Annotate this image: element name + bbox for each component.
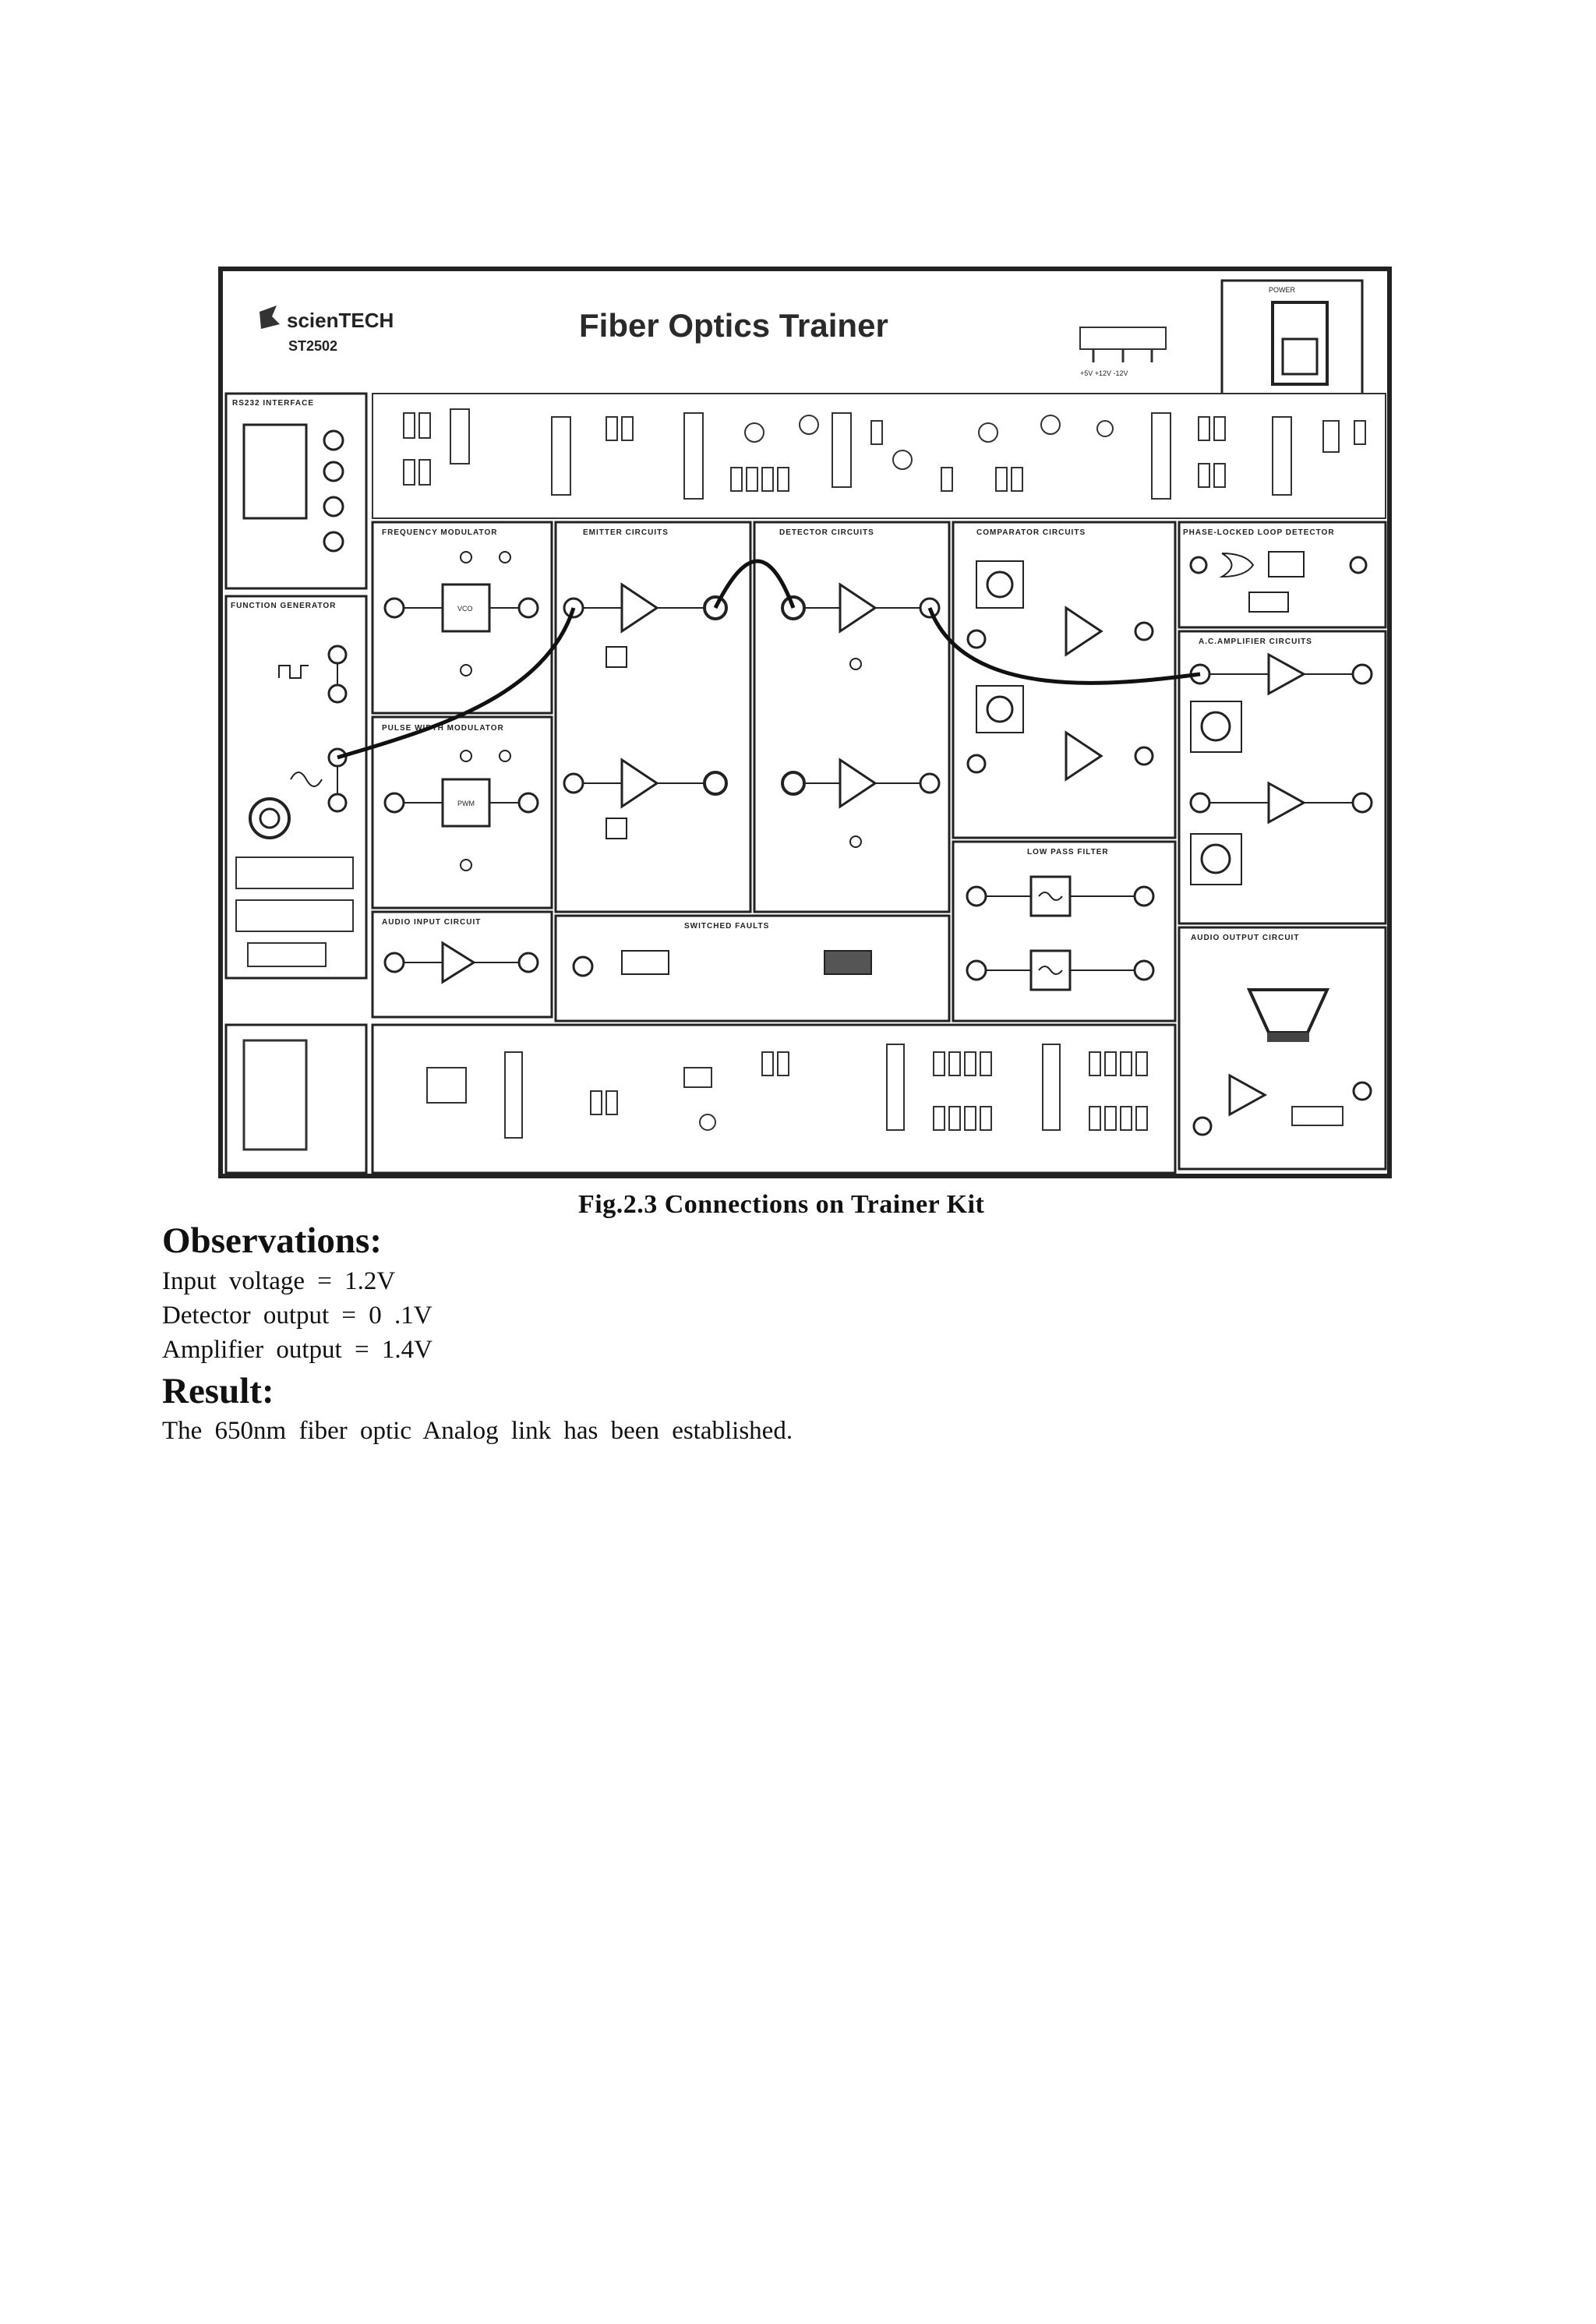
svg-text:LOW PASS FILTER: LOW PASS FILTER [1027,848,1109,856]
audio-output-panel: AUDIO OUTPUT CIRCUIT [1178,926,1387,1171]
observation-input-voltage: Input voltage = 1.2V [162,1267,396,1295]
observation-detector-output: Detector output = 0 .1V [162,1302,433,1330]
switched-faults-panel: SWITCHED FAULTS [554,914,951,1022]
svg-text:FUNCTION GENERATOR: FUNCTION GENERATOR [231,602,336,610]
detector-circuits-panel: DETECTOR CIRCUITS [753,521,951,913]
connection-wires [337,559,1201,760]
model-text: ST2502 [288,338,337,354]
function-generator-panel: FUNCTION GENERATOR [224,595,368,980]
rs232-panel: RS232 INTERFACE [224,392,368,590]
svg-text:AUDIO OUTPUT CIRCUIT: AUDIO OUTPUT CIRCUIT [1191,934,1299,942]
trainer-kit-diagram: .pl { font-family: "Liberation Sans", "D… [218,267,1392,1178]
pulse-width-modulator-panel: PULSE WIDTH MODULATOR PWM [371,715,553,909]
svg-text:VCO: VCO [457,605,473,613]
supply-terminals: +5V +12V -12V [1079,327,1167,377]
observations-heading: Observations: [162,1220,382,1261]
power-switch-panel: POWER [1220,279,1364,399]
result-heading: Result: [162,1371,274,1411]
svg-text:SWITCHED FAULTS: SWITCHED FAULTS [684,922,769,931]
brand-text: scienTECH [287,309,394,332]
figure-caption: Fig.2.3 Connections on Trainer Kit [578,1190,985,1219]
board-title: Fiber Optics Trainer [579,307,888,344]
svg-text:RS232 INTERFACE: RS232 INTERFACE [232,399,314,408]
ac-amplifier-panel: A.C.AMPLIFIER CIRCUITS [1178,630,1387,925]
svg-text:+5V +12V -12V: +5V +12V -12V [1080,369,1128,377]
scientech-logo: scienTECH ST2502 [260,306,394,354]
bottom-component-strip [224,1023,1177,1174]
svg-text:PULSE WIDTH MODULATOR: PULSE WIDTH MODULATOR [382,724,504,733]
pll-detector-panel: PHASE-LOCKED LOOP DETECTOR [1178,521,1387,629]
svg-text:DETECTOR CIRCUITS: DETECTOR CIRCUITS [779,528,874,537]
audio-input-panel: AUDIO INPUT CIRCUIT [371,910,553,1019]
svg-text:EMITTER CIRCUITS: EMITTER CIRCUITS [583,528,669,537]
trainer-kit-figure: .pl { font-family: "Liberation Sans", "D… [217,265,1395,1181]
svg-text:A.C.AMPLIFIER CIRCUITS: A.C.AMPLIFIER CIRCUITS [1199,638,1312,646]
result-text: The 650nm fiber optic Analog link has be… [162,1417,793,1445]
svg-text:FREQUENCY MODULATOR: FREQUENCY MODULATOR [382,528,497,537]
svg-text:AUDIO INPUT CIRCUIT: AUDIO INPUT CIRCUIT [382,918,481,927]
svg-text:COMPARATOR CIRCUITS: COMPARATOR CIRCUITS [976,528,1086,537]
emitter-circuits-panel: EMITTER CIRCUITS [554,521,752,913]
observation-amplifier-output: Amplifier output = 1.4V [162,1336,433,1364]
top-component-strip [372,393,1386,519]
svg-text:PWM: PWM [457,800,475,807]
low-pass-filter-panel: LOW PASS FILTER [952,840,1177,1022]
frequency-modulator-panel: FREQUENCY MODULATOR VCO [371,521,553,715]
svg-text:PHASE-LOCKED LOOP DETECTOR: PHASE-LOCKED LOOP DETECTOR [1183,528,1335,537]
svg-text:POWER: POWER [1269,286,1296,294]
